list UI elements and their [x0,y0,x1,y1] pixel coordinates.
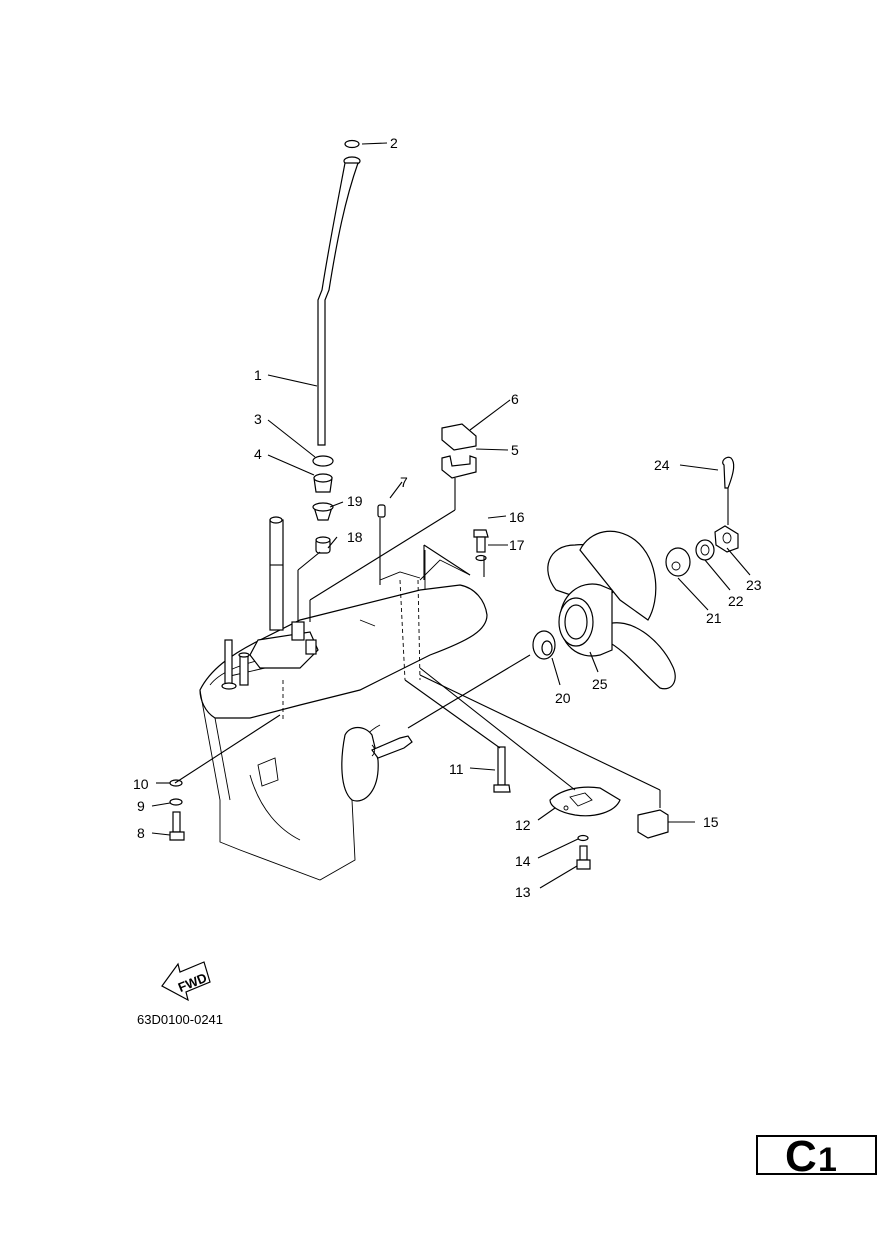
bolt-13-14 [576,834,591,870]
callout-23: 23 [746,577,762,593]
callout-5: 5 [511,442,519,458]
callout-20: 20 [555,690,571,706]
page-id-number: 1 [818,1141,837,1179]
callout-3: 3 [254,411,262,427]
anode-block [637,809,669,839]
callout-17: 17 [509,537,525,553]
bolt-11 [493,746,511,793]
callout-11: 11 [449,761,464,777]
callout-19: 19 [347,493,363,509]
fwd-arrow-icon: FWD [161,961,211,1002]
callout-10: 10 [133,776,149,792]
bolt-16-17 [473,529,489,562]
page-id-letter: C [785,1132,817,1181]
bolt-8-9-10 [169,779,185,841]
callout-21: 21 [706,610,722,626]
callout-18: 18 [347,529,363,545]
cotter-pin [722,456,735,489]
prop-nut-group [665,525,739,577]
grommet-parts [312,455,334,554]
callout-16: 16 [509,509,525,525]
callout-22: 22 [728,593,744,609]
callout-2: 2 [390,135,398,151]
callout-9: 9 [137,798,145,814]
leader-lines [151,142,751,889]
callout-12: 12 [515,817,531,833]
callout-15: 15 [703,814,719,830]
callout-6: 6 [511,391,519,407]
callout-24: 24 [654,457,670,473]
callout-7: 7 [400,474,408,490]
callout-25: 25 [592,676,608,692]
callout-8: 8 [137,825,145,841]
callout-14: 14 [515,853,531,869]
thrust-washer [532,630,556,660]
shift-rod [317,139,361,446]
callout-4: 4 [254,446,262,462]
dowel-pin [377,504,386,518]
callout-1: 1 [254,367,262,383]
diagram-code: 63D0100-0241 [137,1012,223,1027]
trim-tab-anode [549,786,621,817]
callout-13: 13 [515,884,531,900]
rubber-seals [441,423,477,479]
lower-case [199,516,488,881]
propeller [547,530,676,690]
callout-labels: 1 2 3 4 5 6 7 8 9 10 11 12 13 14 15 16 1… [133,135,762,900]
page-id-box: C 1 [756,1132,877,1181]
